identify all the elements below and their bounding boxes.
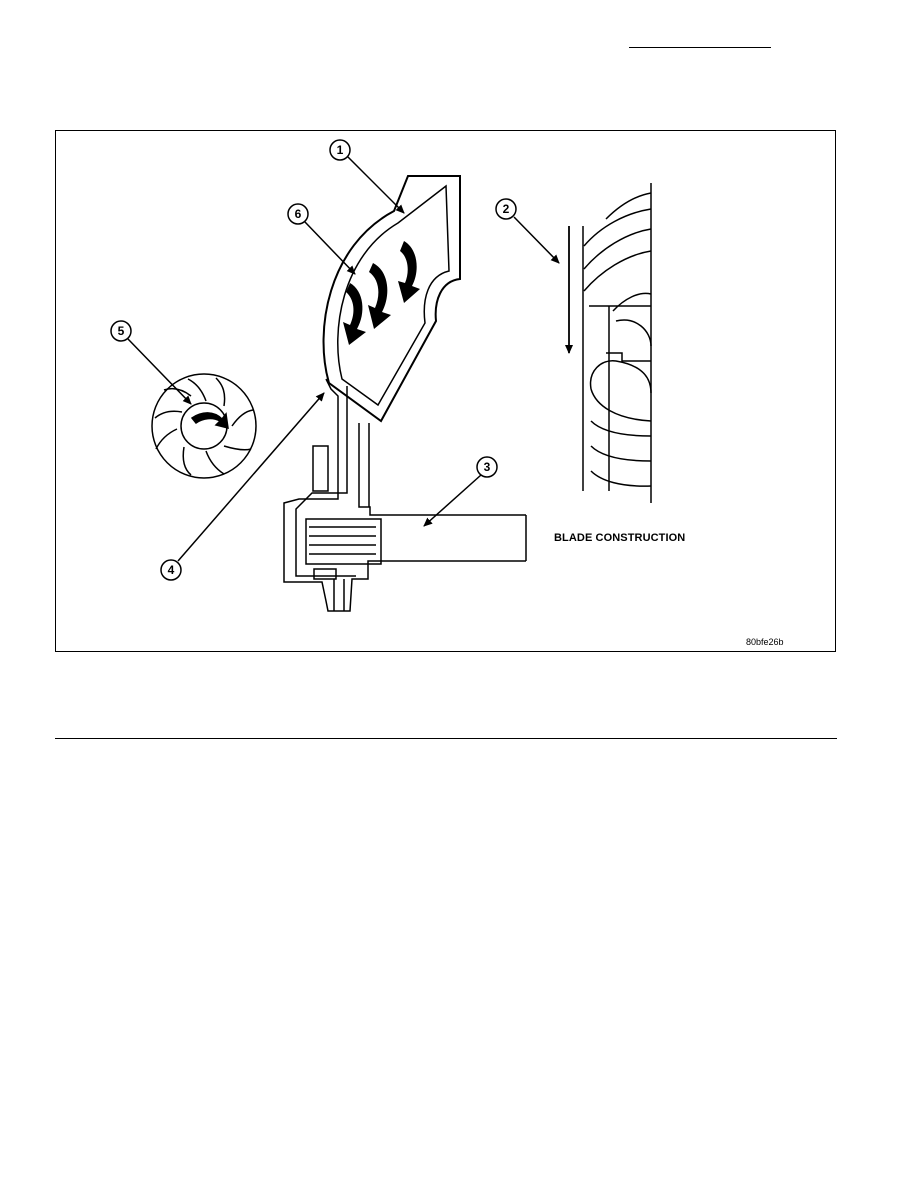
callout-4: 4 [167, 563, 175, 577]
callout-6: 6 [294, 207, 302, 221]
header-rule [629, 47, 771, 48]
callout-leaders [110, 139, 560, 581]
figure-id: 80bfe26b [746, 637, 784, 647]
flow-arrows [343, 241, 420, 345]
impeller-front-view [151, 373, 257, 479]
blade-section [322, 175, 461, 423]
callout-1: 1 [336, 143, 344, 157]
section-divider [55, 738, 837, 739]
figure-frame: 1 2 3 4 5 6 BLADE CONSTRUCTION 80bfe26b [55, 130, 836, 652]
figure-caption: BLADE CONSTRUCTION [554, 532, 686, 544]
callout-5: 5 [117, 324, 125, 338]
callout-2: 2 [502, 202, 510, 216]
callout-3: 3 [483, 460, 491, 474]
blade-construction-view [582, 183, 652, 503]
hub-shaft-assembly [283, 378, 527, 612]
torque-converter-blade-illustration [110, 139, 652, 612]
